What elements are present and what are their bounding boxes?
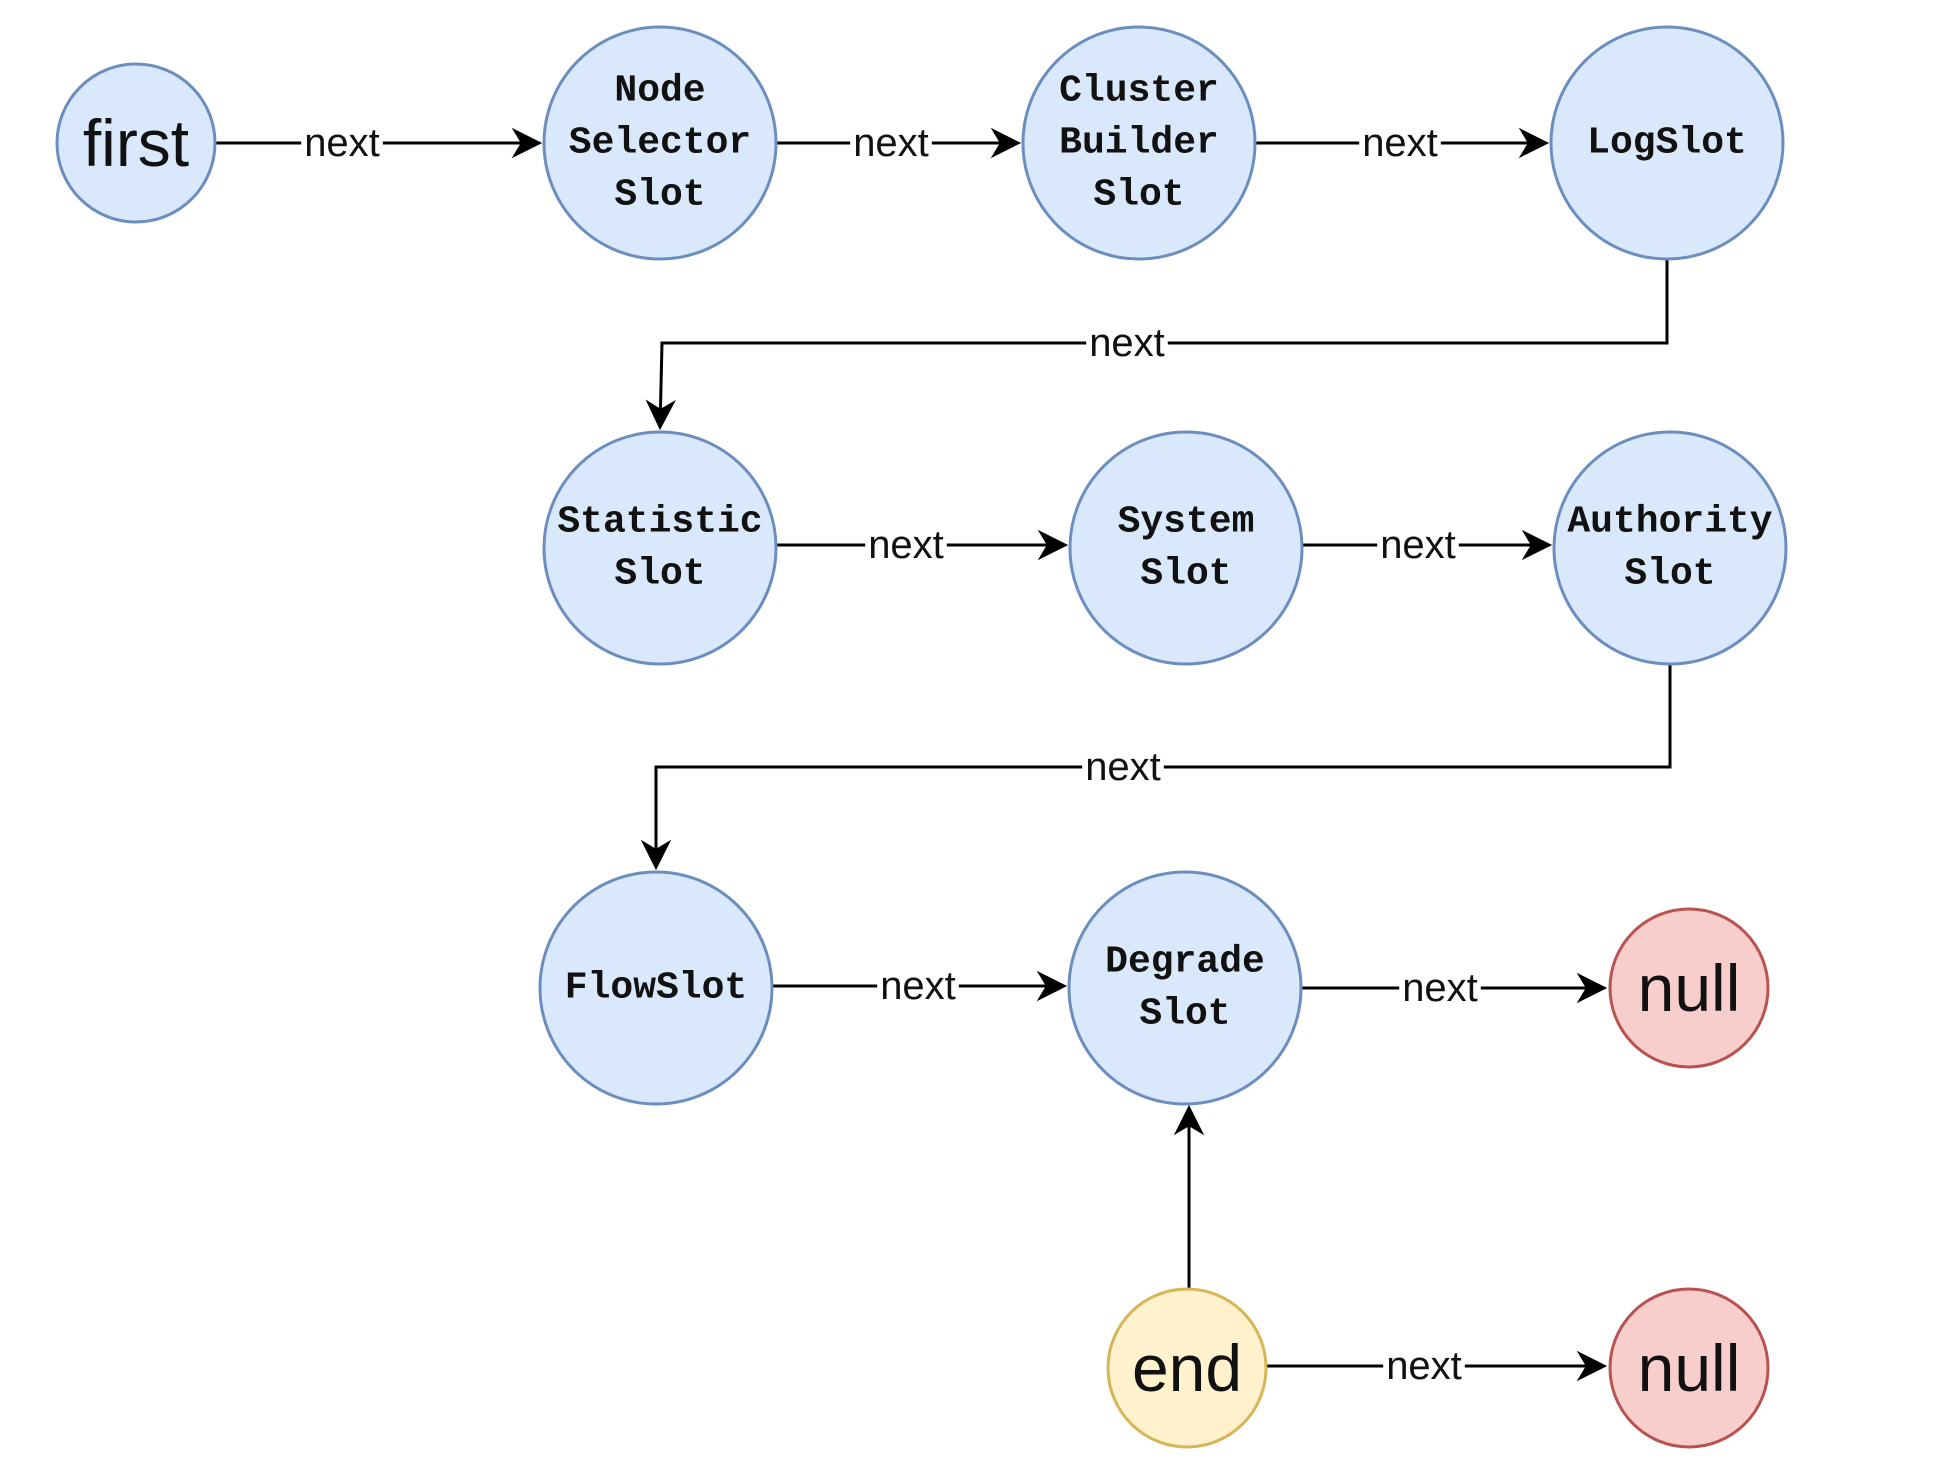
edge-label-background — [850, 123, 932, 163]
node-circle — [1608, 1287, 1770, 1449]
node-label: first — [83, 106, 189, 180]
node-label: Slot — [1093, 174, 1184, 217]
arrowhead-icon — [511, 127, 543, 159]
edge-label-background — [1359, 123, 1441, 163]
edge-label: next — [868, 523, 944, 567]
node-circle — [542, 430, 778, 666]
node-null-2: null — [1608, 1287, 1770, 1449]
edge-label: next — [304, 121, 380, 165]
node-end: end — [1106, 1287, 1268, 1449]
arrowhead-icon — [1521, 529, 1553, 561]
node-label: Degrade — [1105, 941, 1265, 984]
edge-label: next — [1085, 745, 1161, 789]
node-label: Cluster — [1059, 70, 1219, 113]
node-flow-slot: FlowSlot — [538, 870, 774, 1106]
edge-label: next — [1380, 523, 1456, 567]
node-circle — [542, 25, 778, 261]
node-circle — [1067, 870, 1303, 1106]
arrowhead-icon — [645, 399, 676, 431]
node-circle — [1021, 25, 1257, 261]
edge-label-background — [1082, 747, 1164, 787]
node-circle — [1549, 25, 1785, 261]
node-label: Slot — [614, 174, 705, 217]
arrowhead-icon — [1518, 127, 1550, 159]
edge-statistic-slot-to-system-slot: next — [776, 523, 1069, 567]
arrowhead-icon — [990, 127, 1022, 159]
node-circle — [538, 870, 774, 1106]
node-label: Statistic — [557, 501, 762, 544]
arrowhead-icon — [1576, 1350, 1608, 1382]
arrowhead-icon — [1576, 972, 1608, 1004]
node-label: LogSlot — [1587, 122, 1747, 165]
nodes-layer: firstNodeSelectorSlotClusterBuilderSlotL… — [55, 25, 1788, 1449]
edge-end-to-degrade-slot — [1173, 1104, 1205, 1289]
node-circle — [55, 62, 217, 224]
node-label: Builder — [1059, 122, 1219, 165]
edge-label: next — [1089, 321, 1165, 365]
arrowhead-icon — [1173, 1104, 1205, 1136]
node-label: null — [1638, 1331, 1741, 1405]
edge-label-background — [1377, 525, 1459, 565]
node-label: Authority — [1567, 501, 1772, 544]
node-circle — [1106, 1287, 1268, 1449]
arrowhead-icon — [1036, 970, 1068, 1002]
node-log-slot: LogSlot — [1549, 25, 1785, 261]
node-label: Slot — [1624, 553, 1715, 596]
node-label: FlowSlot — [565, 967, 747, 1010]
node-label: Node — [614, 70, 705, 113]
edge-label-background — [877, 966, 959, 1006]
edge-system-slot-to-authority-slot: next — [1302, 523, 1553, 567]
node-label: Slot — [614, 553, 705, 596]
edge-cluster-builder-slot-to-log-slot: next — [1255, 121, 1550, 165]
node-label: end — [1132, 1331, 1242, 1405]
edges-layer: next next next next next next next next next next — [215, 121, 1672, 1388]
node-label: Selector — [569, 122, 751, 165]
edge-flow-slot-to-degrade-slot: next — [772, 964, 1068, 1008]
edge-label-background — [1383, 1346, 1465, 1386]
edge-first-to-node-selector-slot: next — [215, 121, 543, 165]
edge-label-background — [865, 525, 947, 565]
edge-degrade-slot-to-null-1: next — [1301, 966, 1608, 1010]
node-label: Slot — [1139, 993, 1230, 1036]
edge-label-background — [301, 123, 383, 163]
edge-node-selector-slot-to-cluster-builder-slot: next — [776, 121, 1022, 165]
node-circle — [1552, 430, 1788, 666]
edge-label: next — [1402, 966, 1478, 1010]
node-label: Slot — [1140, 553, 1231, 596]
edge-label: next — [853, 121, 929, 165]
edge-label: next — [1386, 1344, 1462, 1388]
edge-end-to-null-2: next — [1266, 1344, 1608, 1388]
edge-label: next — [1362, 121, 1438, 165]
edge-label-background — [1086, 323, 1168, 363]
arrowhead-icon — [1037, 529, 1069, 561]
node-label: null — [1638, 951, 1741, 1025]
node-first: first — [55, 62, 217, 224]
node-null-1: null — [1608, 907, 1770, 1069]
edge-authority-slot-to-flow-slot: next — [640, 664, 1672, 871]
node-label: System — [1118, 501, 1255, 544]
edge-label-background — [1399, 968, 1481, 1008]
arrowhead-icon — [640, 839, 672, 871]
edge-label: next — [880, 964, 956, 1008]
node-circle — [1068, 430, 1304, 666]
node-circle — [1608, 907, 1770, 1069]
edge-log-slot-to-statistic-slot: next — [645, 259, 1669, 431]
